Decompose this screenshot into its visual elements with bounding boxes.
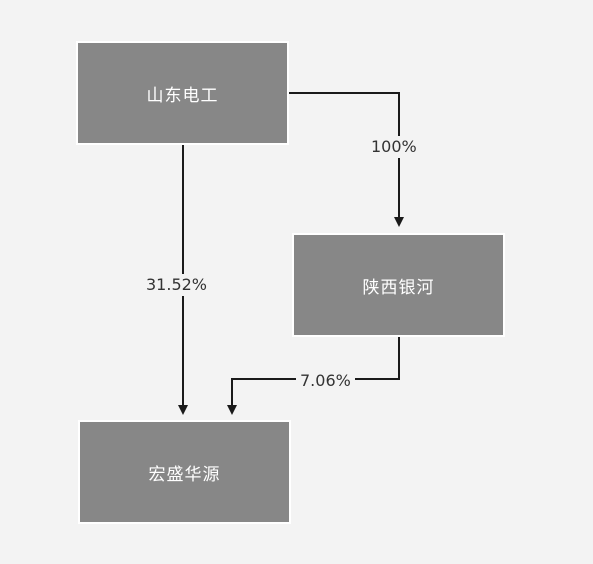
node-label: 山东电工 [146, 85, 219, 106]
edge-shandong-to-shaanxi [289, 92, 404, 227]
node-shaanxi-yinhe: 陕西银河 [292, 233, 505, 337]
node-shandong-diangong: 山东电工 [76, 41, 289, 145]
edge-label-shandong-to-hongsheng: 31.52% [142, 274, 212, 296]
edge-label-shandong-to-shaanxi: 100% [367, 136, 421, 158]
node-label: 陕西银河 [362, 277, 435, 298]
edge-label-shaanxi-to-hongsheng: 7.06% [296, 370, 355, 392]
node-hongsheng-huayuan: 宏盛华源 [78, 420, 291, 524]
node-label: 宏盛华源 [148, 464, 221, 485]
